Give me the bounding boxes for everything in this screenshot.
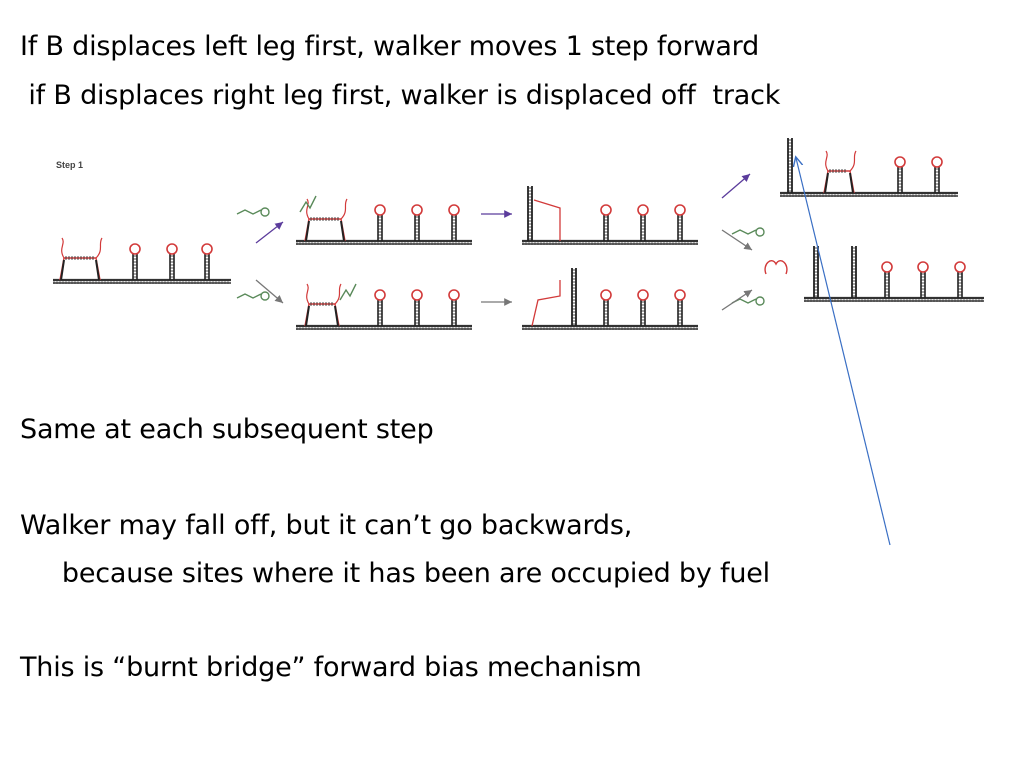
panel-right-displaced-1 <box>296 283 472 330</box>
text-line-3: Same at each subsequent step <box>20 414 434 445</box>
arrow-offtrack-3 <box>721 229 753 251</box>
panel-offtrack-result <box>236 207 984 306</box>
walker-leg-step <box>533 199 561 241</box>
fuel-strand <box>236 209 262 215</box>
hairpin-loop <box>931 156 943 168</box>
hairpin-loop <box>954 261 966 273</box>
text-line-2: if B displaces right leg first, walker i… <box>20 80 781 111</box>
walker-arm <box>849 150 857 172</box>
walker-arm <box>306 283 310 305</box>
fuel-loop <box>755 227 765 237</box>
hairpin-loop <box>411 289 423 301</box>
panel-left-displaced-2 <box>522 186 698 245</box>
walker-leg <box>305 305 310 327</box>
hairpin-loop <box>374 204 386 216</box>
hairpin-loop <box>166 243 178 255</box>
walker-leg <box>849 172 854 194</box>
hairpin-loop <box>600 204 612 216</box>
fuel-loop <box>755 296 765 306</box>
hairpin-loop <box>448 204 460 216</box>
panel-forward-result <box>780 138 958 197</box>
panel-left-displaced-1 <box>296 195 472 245</box>
text-line-5: because sites where it has been are occu… <box>20 558 770 589</box>
walker-leg <box>824 172 829 194</box>
arrow-offtrack-1 <box>255 279 284 304</box>
walker-body <box>304 218 346 242</box>
hairpin-loop <box>637 204 649 216</box>
panel-initial <box>53 237 231 284</box>
hairpin-loop <box>674 204 686 216</box>
fuel-loop <box>260 207 270 217</box>
text-line-4: Walker may fall off, but it can’t go bac… <box>20 510 633 541</box>
fuel-loop <box>260 291 270 301</box>
fuel-strand <box>236 293 262 299</box>
hairpin-loop <box>374 289 386 301</box>
arrow-offtrack-4 <box>721 289 753 311</box>
panel-right-displaced-2 <box>522 268 698 330</box>
walker-leg <box>334 305 339 327</box>
detached-walker <box>764 260 788 275</box>
walker-leg <box>95 259 100 281</box>
walker-leg-step <box>531 280 561 327</box>
text-line-1: If B displaces left leg first, walker mo… <box>20 31 760 62</box>
arrow-forward-1 <box>255 221 284 244</box>
walker-leg <box>305 220 310 242</box>
annotation-arrow <box>796 158 891 546</box>
arrow-forward-3 <box>721 173 751 199</box>
hairpin-loop <box>448 289 460 301</box>
hairpin-loop <box>637 289 649 301</box>
walker-body <box>304 303 340 327</box>
fuel-strand <box>339 283 357 301</box>
walker-arm <box>61 237 65 259</box>
walker-leg <box>340 220 345 242</box>
walker-arm <box>825 150 829 172</box>
hairpin-loop <box>881 261 893 273</box>
step-label: Step 1 <box>56 160 84 170</box>
fuel-strand <box>299 195 317 213</box>
hairpin-loop <box>129 243 141 255</box>
text-line-6: This is “burnt bridge” forward bias mech… <box>20 652 642 683</box>
hairpin-loop <box>411 204 423 216</box>
walker-arm <box>95 237 103 259</box>
hairpin-loop <box>600 289 612 301</box>
hairpin-loop <box>674 289 686 301</box>
walker-arm <box>306 198 310 220</box>
walker-body <box>59 257 101 281</box>
hairpin-loop <box>894 156 906 168</box>
fuel-strand <box>731 229 757 235</box>
hairpin-loop <box>201 243 213 255</box>
hairpin-loop <box>917 261 929 273</box>
walker-leg <box>60 259 65 281</box>
walker-arm <box>340 198 348 220</box>
walker-arm <box>334 283 342 305</box>
